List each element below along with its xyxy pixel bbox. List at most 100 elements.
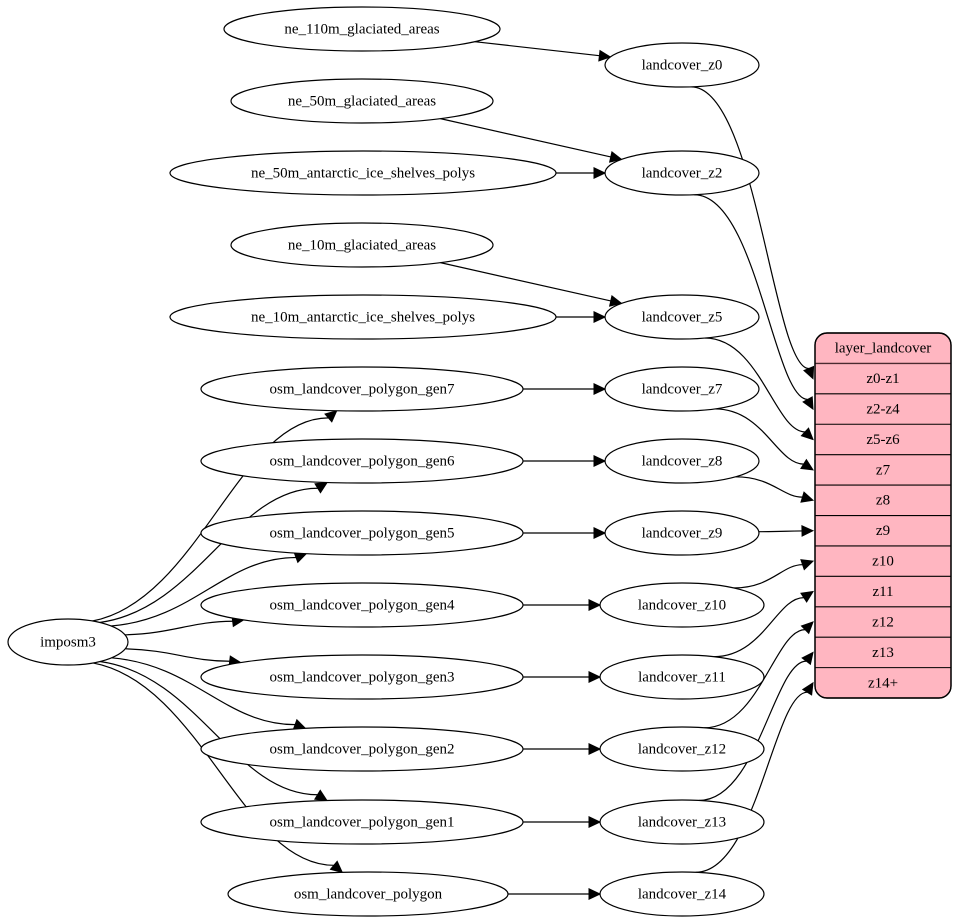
- edge-arrowhead: [588, 888, 602, 900]
- node-shape-ne_50m_antarctic_ice_shelves_polys: [169, 150, 557, 196]
- node-shape-ne_10m_antarctic_ice_shelves_polys: [169, 294, 557, 340]
- table-row-z11[interactable]: z11: [815, 576, 951, 606]
- node-label-landcover_z8: landcover_z8: [642, 453, 723, 469]
- edge-arrowhead: [608, 151, 623, 163]
- node-landcover_z14[interactable]: landcover_z14: [599, 871, 765, 917]
- node-ne_110m_glaciated_areas[interactable]: ne_110m_glaciated_areas: [223, 6, 501, 52]
- node-label-ne_110m_glaciated_areas: ne_110m_glaciated_areas: [284, 21, 439, 37]
- edge-imposm3-to-osm_landcover_polygon_gen5: [111, 556, 297, 627]
- edge-arrowhead: [803, 365, 815, 380]
- edge-arrowhead: [800, 559, 815, 571]
- edge-landcover_z14-to-z14+: [695, 691, 808, 873]
- edge-arrowhead: [313, 789, 328, 802]
- node-ne_50m_antarctic_ice_shelves_polys[interactable]: ne_50m_antarctic_ice_shelves_polys: [169, 150, 557, 196]
- node-landcover_z12[interactable]: landcover_z12: [599, 726, 765, 772]
- edge-imposm3-to-osm_landcover_polygon_gen2: [111, 657, 296, 726]
- table-row-label: z5-z6: [866, 432, 900, 448]
- edge-imposm3-to-osm_landcover_polygon_gen6: [99, 487, 318, 624]
- edge-imposm3-to-osm_landcover_polygon_gen3: [125, 648, 230, 662]
- node-osm_landcover_polygon_gen7[interactable]: osm_landcover_polygon_gen7: [200, 366, 524, 412]
- table-row-z2-z4[interactable]: z2-z4: [815, 394, 951, 424]
- edge-landcover_z7-to-z7: [714, 408, 804, 465]
- node-label-osm_landcover_polygon_gen4: osm_landcover_polygon_gen4: [270, 597, 455, 613]
- edge-arrowhead: [329, 860, 344, 874]
- table-row-z8[interactable]: z8: [815, 485, 951, 515]
- node-shape-landcover_z14: [599, 871, 765, 917]
- table-row-label: z11: [872, 584, 893, 600]
- node-shape-osm_landcover_polygon: [227, 871, 509, 917]
- node-shape-landcover_z7: [604, 366, 760, 412]
- node-osm_landcover_polygon_gen1[interactable]: osm_landcover_polygon_gen1: [200, 799, 524, 845]
- node-shape-osm_landcover_polygon_gen6: [200, 438, 524, 484]
- node-landcover_z7[interactable]: landcover_z7: [604, 366, 760, 412]
- edge-arrowhead: [801, 524, 815, 537]
- edge-arrowhead: [802, 396, 814, 411]
- node-label-landcover_z9: landcover_z9: [642, 525, 723, 541]
- table-row-z10[interactable]: z10: [815, 546, 951, 576]
- node-ne_50m_glaciated_areas[interactable]: ne_50m_glaciated_areas: [230, 78, 494, 124]
- node-label-landcover_z10: landcover_z10: [638, 597, 726, 613]
- node-shape-landcover_z8: [604, 438, 760, 484]
- node-shape-osm_landcover_polygon_gen2: [200, 726, 524, 772]
- table-row-z0-z1[interactable]: z0-z1: [815, 363, 951, 393]
- node-label-landcover_z7: landcover_z7: [642, 381, 723, 397]
- node-label-landcover_z0: landcover_z0: [642, 57, 723, 73]
- edge-arrowhead: [608, 295, 623, 307]
- node-landcover_z0[interactable]: landcover_z0: [604, 42, 760, 88]
- table-row-label: z10: [872, 554, 894, 570]
- node-landcover_z2[interactable]: landcover_z2: [604, 150, 760, 196]
- node-label-landcover_z13: landcover_z13: [638, 814, 726, 830]
- table-row-z12[interactable]: z12: [815, 607, 951, 637]
- node-landcover_z11[interactable]: landcover_z11: [599, 654, 765, 700]
- table-row-z13[interactable]: z13: [815, 637, 951, 667]
- edge-landcover_z5-to-z5-z6: [704, 337, 806, 433]
- table-row-z7[interactable]: z7: [815, 455, 951, 485]
- edge-arrowhead: [593, 527, 607, 539]
- edge-arrowhead: [800, 621, 814, 635]
- table-header-label: layer_landcover: [835, 341, 932, 357]
- node-ne_10m_glaciated_areas[interactable]: ne_10m_glaciated_areas: [230, 222, 494, 268]
- node-label-landcover_z12: landcover_z12: [638, 741, 726, 757]
- edge-landcover_z8-to-z8: [735, 476, 803, 498]
- edge-arrowhead: [801, 681, 814, 696]
- edge-landcover_z0-to-z0-z1: [691, 86, 809, 370]
- edge-ne_50m_glaciated_areas-to-landcover_z2: [440, 118, 611, 158]
- node-label-osm_landcover_polygon_gen6: osm_landcover_polygon_gen6: [270, 453, 455, 469]
- node-osm_landcover_polygon_gen4[interactable]: osm_landcover_polygon_gen4: [200, 582, 524, 628]
- edge-arrowhead: [800, 491, 815, 503]
- edge-imposm3-to-osm_landcover_polygon_gen4: [124, 620, 233, 636]
- table-row-z5-z6[interactable]: z5-z6: [815, 424, 951, 454]
- node-ne_10m_antarctic_ice_shelves_polys[interactable]: ne_10m_antarctic_ice_shelves_polys: [169, 294, 557, 340]
- node-osm_landcover_polygon_gen6[interactable]: osm_landcover_polygon_gen6: [200, 438, 524, 484]
- node-landcover_z9[interactable]: landcover_z9: [604, 510, 760, 556]
- node-shape-landcover_z13: [599, 799, 765, 845]
- node-landcover_z10[interactable]: landcover_z10: [599, 582, 765, 628]
- node-landcover_z13[interactable]: landcover_z13: [599, 799, 765, 845]
- node-imposm3[interactable]: imposm3: [7, 618, 129, 666]
- edge-arrowhead: [588, 599, 602, 611]
- edge-imposm3-to-osm_landcover_polygon: [92, 662, 334, 866]
- table-row-label: z14+: [868, 675, 898, 691]
- node-osm_landcover_polygon_gen2[interactable]: osm_landcover_polygon_gen2: [200, 726, 524, 772]
- node-shape-landcover_z0: [604, 42, 760, 88]
- node-label-landcover_z14: landcover_z14: [638, 886, 727, 902]
- node-osm_landcover_polygon_gen3[interactable]: osm_landcover_polygon_gen3: [200, 654, 524, 700]
- node-label-landcover_z5: landcover_z5: [642, 309, 723, 325]
- edge-arrowhead: [593, 383, 607, 395]
- node-label-ne_50m_antarctic_ice_shelves_polys: ne_50m_antarctic_ice_shelves_polys: [251, 165, 475, 181]
- node-shape-osm_landcover_polygon_gen1: [200, 799, 524, 845]
- edge-arrowhead: [800, 458, 814, 471]
- node-label-landcover_z11: landcover_z11: [638, 669, 726, 685]
- edge-arrowhead: [593, 167, 607, 179]
- node-osm_landcover_polygon_gen5[interactable]: osm_landcover_polygon_gen5: [200, 510, 524, 556]
- node-landcover_z8[interactable]: landcover_z8: [604, 438, 760, 484]
- node-osm_landcover_polygon[interactable]: osm_landcover_polygon: [227, 871, 509, 917]
- node-shape-osm_landcover_polygon_gen5: [200, 510, 524, 556]
- table-row-z9[interactable]: z9: [815, 516, 951, 546]
- edge-arrowhead: [593, 311, 607, 323]
- table-row-z14+[interactable]: z14+: [815, 668, 951, 698]
- edge-arrowhead: [593, 455, 607, 467]
- node-landcover_z5[interactable]: landcover_z5: [604, 294, 760, 340]
